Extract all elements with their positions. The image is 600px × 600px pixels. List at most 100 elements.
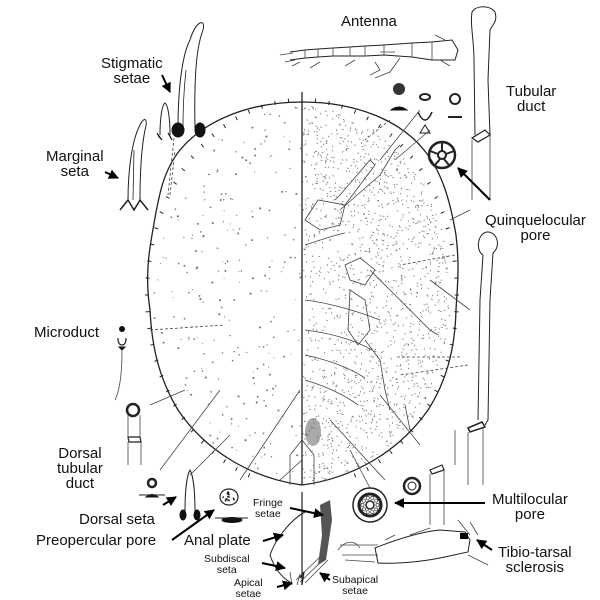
ventral-stipple-mark: [326, 192, 329, 195]
ventral-stipple-mark: [376, 330, 378, 333]
ventral-stipple-mark: [330, 132, 333, 135]
ventral-stipple-mark: [339, 259, 342, 261]
ventral-stipple-mark: [310, 164, 313, 166]
ventral-stipple-mark: [366, 381, 369, 384]
ventral-stipple-mark: [401, 274, 403, 277]
dorsal-dot: [184, 197, 187, 199]
dorsal-dot: [231, 198, 233, 200]
ventral-stipple-mark: [350, 215, 353, 217]
dorsal-dot: [269, 113, 272, 116]
dorsal-dot: [218, 313, 221, 316]
vulva-area: [305, 418, 321, 446]
ventral-stipple-mark: [366, 304, 368, 306]
ventral-stipple-mark: [329, 425, 331, 428]
ventral-stipple-mark: [354, 179, 357, 182]
dorsal-dot: [267, 366, 270, 368]
ventral-stipple-mark: [362, 408, 364, 410]
label-apical-setae-line1: Apical: [234, 577, 263, 589]
ventral-stipple-mark: [332, 280, 334, 283]
ventral-stipple-mark: [394, 371, 397, 373]
ventral-stipple-mark: [369, 391, 371, 393]
ventral-stipple-mark: [421, 268, 424, 270]
ventral-stipple-mark: [440, 228, 443, 231]
marginal-tick: [427, 181, 431, 185]
dorsal-dot: [226, 260, 229, 263]
ventral-stipple-mark: [437, 301, 440, 304]
ventral-stipple-mark: [387, 176, 390, 178]
ventral-stipple-mark: [407, 344, 410, 346]
ventral-stipple-mark: [303, 128, 306, 131]
ventral-stipple-mark: [410, 322, 412, 325]
ventral-stipple-mark: [326, 444, 328, 447]
ventral-stipple-mark: [390, 442, 392, 445]
dorsal-dot: [271, 394, 274, 396]
ventral-stipple-mark: [348, 444, 351, 447]
ventral-stipple-mark: [404, 293, 407, 295]
lower-tubular-duct-illustration: [402, 231, 498, 525]
ventral-stipple-mark: [386, 440, 389, 443]
ventral-stipple-mark: [386, 215, 389, 217]
multilocular-loculus: [370, 495, 375, 500]
marginal-tick: [449, 243, 454, 246]
ventral-stipple-mark: [347, 423, 349, 426]
antenna-illustration: [279, 34, 459, 79]
marginal-tick: [247, 473, 251, 478]
ventral-stipple-mark: [339, 352, 342, 354]
ventral-stipple-mark: [396, 232, 399, 234]
ventral-stipple-mark: [429, 221, 432, 223]
ventral-stipple-mark: [357, 211, 359, 214]
ventral-stipple-mark: [303, 160, 306, 163]
ventral-stipple-mark: [333, 194, 336, 197]
ventral-stipple-mark: [405, 353, 408, 355]
ventral-stipple-mark: [403, 344, 406, 346]
ventral-stipple-mark: [438, 262, 441, 264]
ventral-stipple-mark: [331, 400, 333, 403]
ventral-stipple-mark: [421, 337, 423, 339]
ventral-stipple-mark: [434, 329, 437, 331]
dorsal-dot: [264, 129, 266, 131]
dorsal-dot: [271, 260, 273, 262]
ventral-stipple-mark: [408, 259, 410, 261]
marginal-tick: [389, 450, 393, 455]
ventral-stipple-mark: [365, 370, 368, 372]
ventral-stipple-mark: [309, 408, 311, 410]
ventral-stipple-mark: [345, 312, 348, 315]
dorsal-dot: [231, 446, 233, 449]
ventral-stipple-mark: [325, 478, 327, 480]
ventral-stipple-mark: [396, 242, 398, 245]
ventral-stipple-mark: [358, 181, 361, 184]
ventral-stipple-mark: [372, 455, 374, 458]
ventral-stipple-mark: [360, 155, 362, 158]
ventral-stipple-mark: [398, 263, 400, 265]
ventral-stipple-mark: [343, 276, 346, 279]
ventral-stipple-mark: [409, 304, 412, 306]
ventral-stipple-mark: [429, 347, 431, 350]
ventral-stipple-mark: [444, 259, 446, 262]
ventral-stipple-mark: [319, 368, 321, 371]
ventral-stipple-mark: [420, 315, 423, 318]
ventral-stipple-mark: [370, 355, 372, 358]
label-quinquelocular-pore-line2: pore: [520, 227, 551, 244]
ventral-stipple-mark: [443, 257, 446, 260]
marginal-tick: [366, 116, 369, 121]
ventral-stipple-mark: [322, 143, 325, 146]
ventral-stipple-mark: [337, 404, 339, 407]
dorsal-dot: [216, 169, 219, 171]
ventral-stipple-mark: [330, 462, 333, 465]
ventral-stipple-mark: [366, 220, 369, 223]
ventral-stipple-mark: [397, 265, 400, 268]
ventral-stipple-mark: [398, 285, 400, 288]
dorsal-dot: [202, 235, 205, 238]
ventral-stipple-mark: [422, 337, 425, 340]
ventral-stipple-mark: [321, 246, 324, 249]
dorsal-dot: [223, 277, 225, 279]
ventral-stipple-mark: [340, 462, 343, 464]
ventral-stipple-mark: [444, 319, 447, 321]
ventral-stipple-mark: [394, 341, 396, 343]
ventral-stipple-mark: [336, 314, 339, 316]
ventral-stipple-mark: [324, 160, 326, 163]
ventral-stipple-mark: [429, 218, 431, 221]
ventral-stipple-mark: [405, 200, 408, 202]
label-microduct: Microduct: [34, 324, 100, 341]
ventral-stipple-mark: [322, 417, 325, 420]
